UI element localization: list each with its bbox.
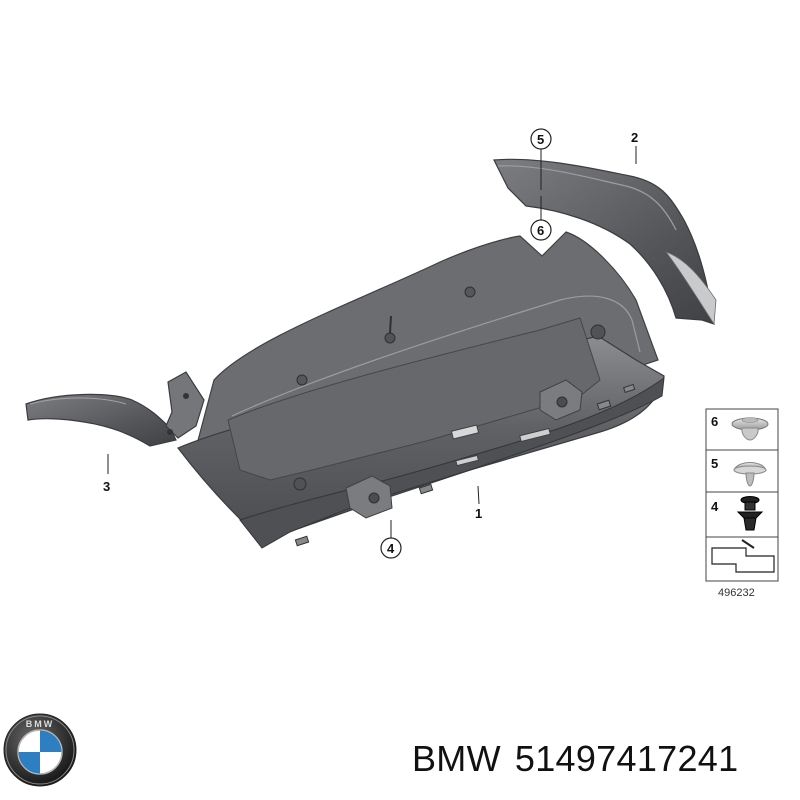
left-side-trim [25,371,205,447]
diagram-reference-number: 496232 [718,587,755,599]
right-side-trim [493,158,717,326]
push-clip-icon [736,496,764,531]
callout-6-label: 6 [537,223,544,238]
callout-3: 3 [103,454,110,494]
callout-1: 1 [475,485,482,521]
callout-2: 2 [631,130,638,164]
brand-name: BMW [412,738,501,779]
legend-5-number: 5 [711,456,718,471]
callout-4: 4 [380,520,402,559]
callout-3-label: 3 [103,479,110,494]
expanding-rivet-icon [733,462,767,487]
callout-1-label: 1 [475,506,482,521]
part-caption: BMW 51497417241 [412,738,738,780]
reference-arrow-icon [711,539,775,573]
bmw-logo: BMW [3,713,77,787]
callout-2-label: 2 [631,130,638,145]
trunk-lid-trim-panel [177,231,665,549]
callout-6: 6 [530,196,552,241]
rivet-clip-icon [731,417,769,441]
fastener-legend: 6 5 4 496232 [705,408,779,599]
legend-6-number: 6 [711,414,718,429]
callout-5: 5 [530,128,552,190]
bmw-logo-letters: BMW [26,719,55,729]
legend-4-number: 4 [711,499,719,514]
callout-4-label: 4 [387,541,395,556]
callout-5-label: 5 [537,132,544,147]
part-number: 51497417241 [514,738,739,779]
